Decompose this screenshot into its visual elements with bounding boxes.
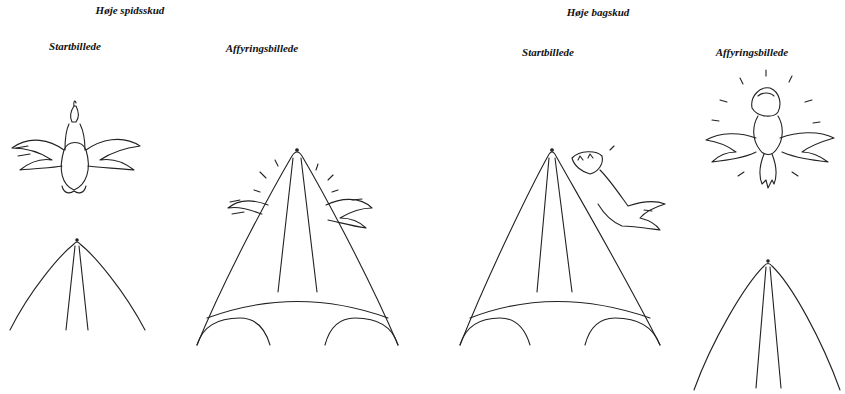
picture-caption: Startbillede <box>49 40 101 53</box>
barrel-small-2 <box>694 260 840 390</box>
duck-back <box>572 146 665 230</box>
barrel-large-1 <box>197 149 398 345</box>
duck-wings-behind <box>228 160 372 228</box>
picture-caption: Startbillede <box>522 46 574 59</box>
barrel-small <box>10 239 145 330</box>
picture-caption: Affyringsbillede <box>716 46 789 59</box>
picture-caption: Affyringsbillede <box>226 42 299 55</box>
duck-back-above <box>706 70 834 188</box>
group-heading: Høje bagskud <box>567 6 630 19</box>
duck-front <box>12 101 140 193</box>
group-heading: Høje spidsskud <box>96 4 165 17</box>
barrel-large-2 <box>460 149 660 345</box>
